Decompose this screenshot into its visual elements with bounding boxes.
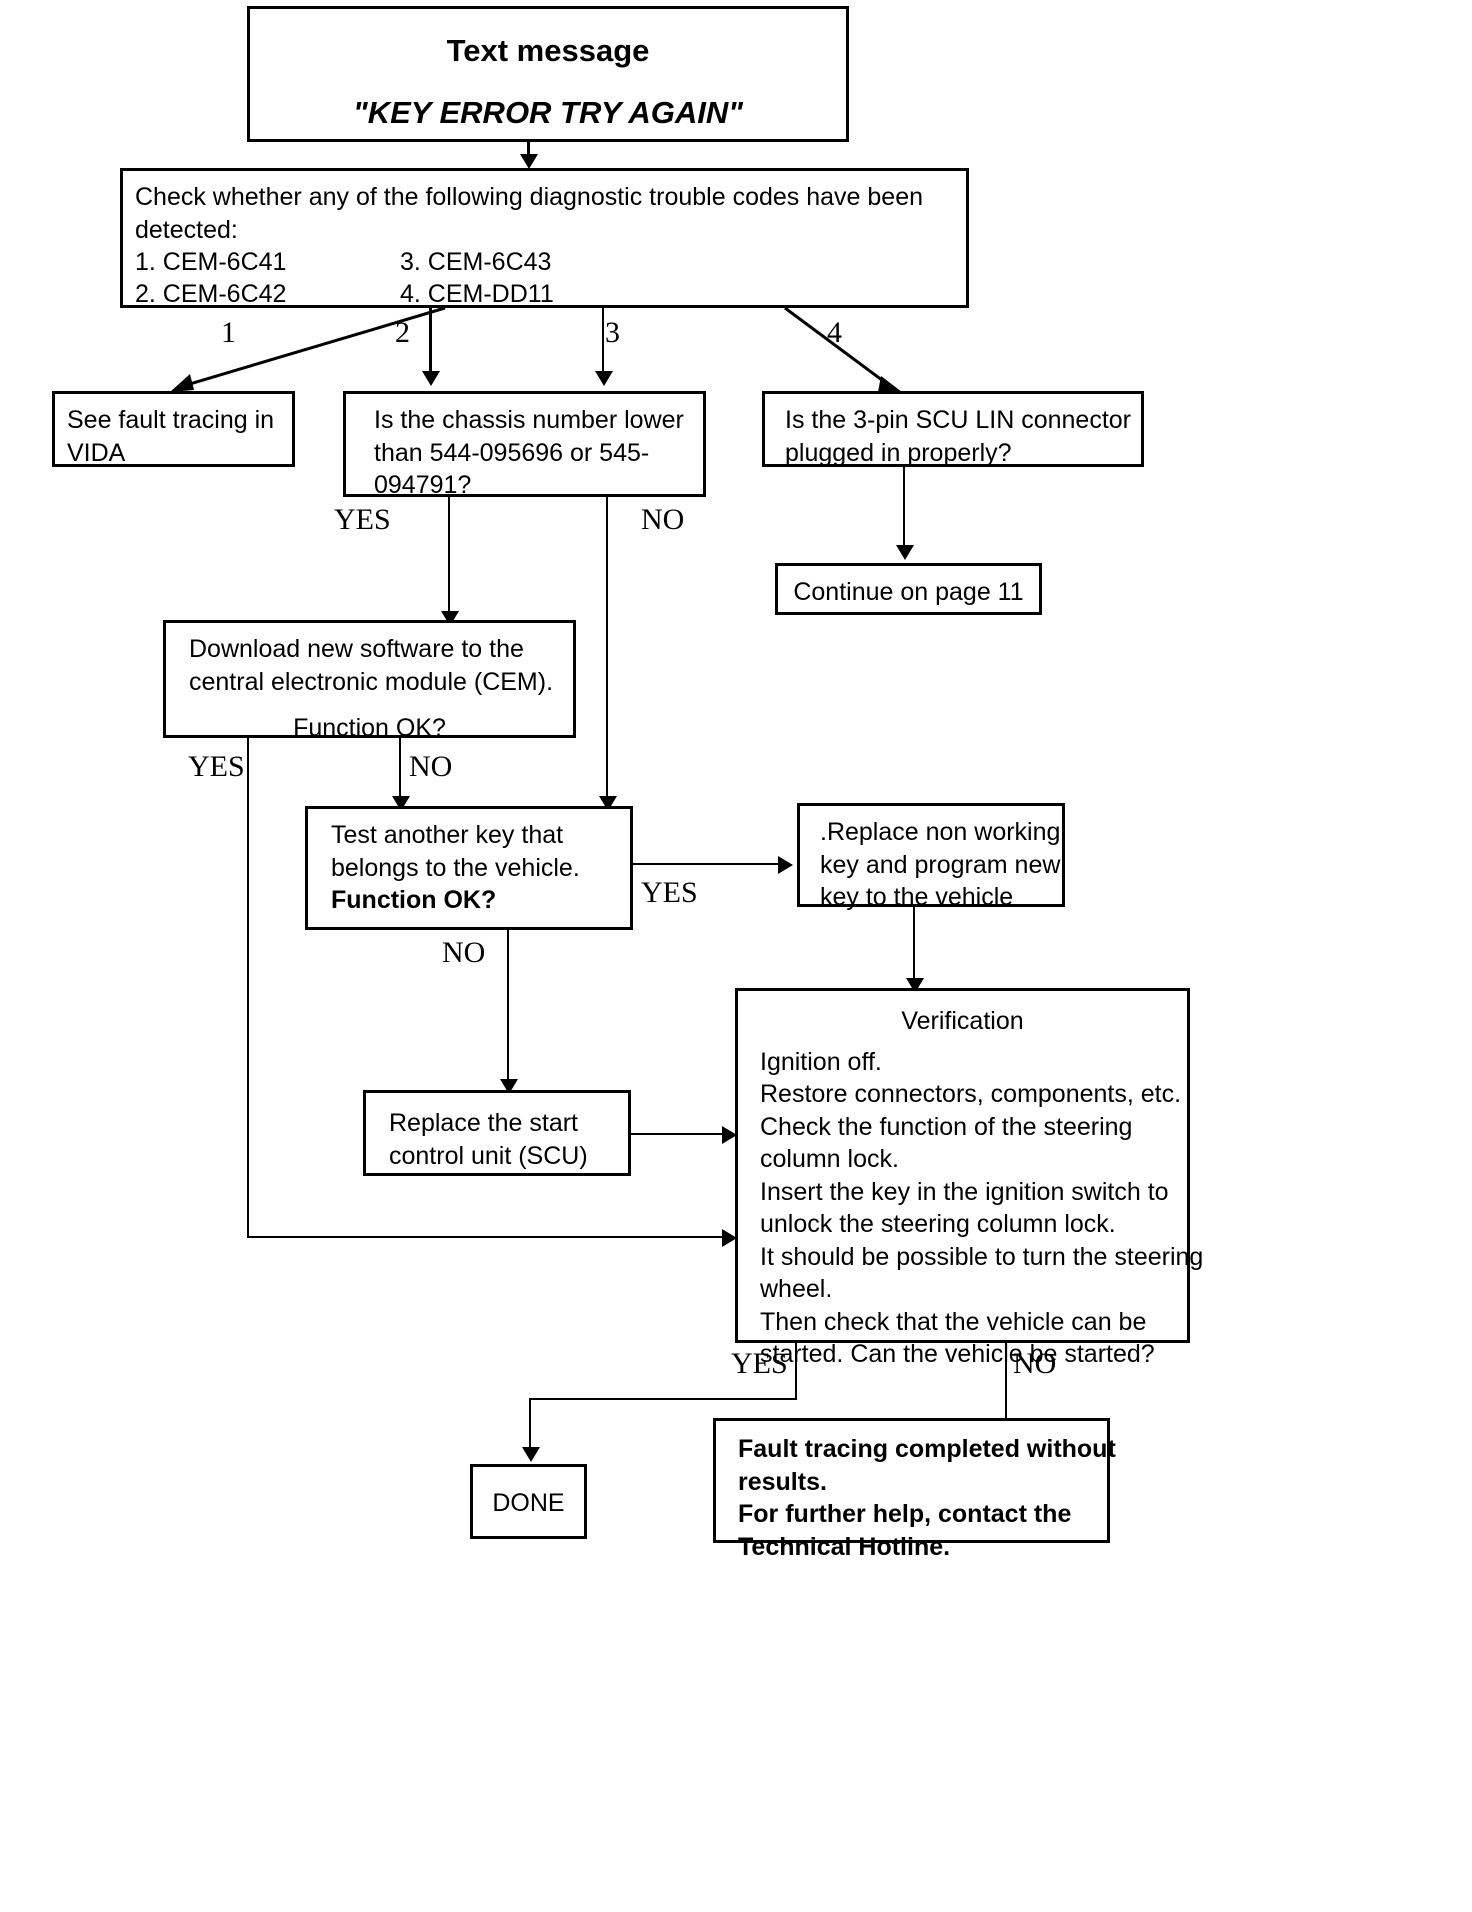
download-line-2: central electronic module (CEM).: [189, 667, 554, 696]
testkey-line-2: belongs to the vehicle.: [331, 853, 580, 882]
branch-label-3: 3: [605, 316, 620, 349]
text-message-value: "KEY ERROR TRY AGAIN": [353, 95, 743, 131]
node-test-another-key: Test another key that belongs to the veh…: [305, 806, 633, 930]
edge-download-yes-vertical: [247, 738, 249, 1238]
edge-verify-yes-drop: [529, 1398, 531, 1458]
arrow-dtc-branch-2: [422, 371, 440, 386]
node-text-message: Text message "KEY ERROR TRY AGAIN": [247, 6, 849, 142]
hotline-line-2: results.: [738, 1467, 827, 1496]
arrow-textmessage-to-dtc: [520, 154, 538, 169]
arrow-dtc-branch-3: [595, 371, 613, 386]
branch-label-4: 4: [827, 316, 842, 349]
label-testkey-no: NO: [442, 936, 486, 969]
verification-line-3: Check the function of the steering: [760, 1112, 1133, 1141]
edge-download-yes-horizontal: [247, 1236, 732, 1238]
verification-line-10: started. Can the vehicle be started?: [760, 1340, 1155, 1368]
replacescu-line-2: control unit (SCU): [389, 1141, 588, 1170]
dtc-code-3: 3. CEM-6C43: [400, 248, 552, 276]
verification-line-7: It should be possible to turn the steeri…: [760, 1242, 1204, 1271]
label-chassis-no: NO: [641, 503, 685, 536]
node-continue-page-11: Continue on page 11: [775, 563, 1042, 615]
arrow-replacescu-to-verification: [722, 1126, 737, 1144]
edge-dtc-branch-1: [170, 306, 446, 392]
edge-testkey-no: [507, 930, 509, 1090]
edge-sculin-to-continue: [903, 467, 905, 551]
label-verify-yes: YES: [731, 1347, 788, 1380]
edge-chassis-yes: [448, 497, 450, 622]
edge-verify-no: [1005, 1343, 1007, 1441]
testkey-line-1: Test another key that: [331, 821, 564, 849]
verification-line-2: Restore connectors, components, etc.: [760, 1080, 1182, 1108]
edge-verify-yes-horizontal: [529, 1398, 797, 1400]
dtc-code-4: 4. CEM-DD11: [400, 280, 554, 308]
verification-heading: Verification: [901, 1007, 1024, 1035]
branch-label-2: 2: [395, 316, 410, 349]
text-message-heading: Text message: [446, 33, 650, 68]
label-download-no: NO: [409, 750, 453, 783]
testkey-line-3: Function OK?: [331, 886, 497, 914]
hotline-line-1: Fault tracing completed without: [738, 1435, 1116, 1463]
node-download-software: Download new software to the central ele…: [163, 620, 576, 742]
chassis-line-2: than 544-095696 or 545-: [374, 438, 650, 467]
download-line-3: Function OK?: [293, 714, 446, 742]
chassis-line-1: Is the chassis number lower: [374, 406, 684, 434]
label-download-yes: YES: [188, 750, 245, 783]
edge-download-no: [399, 738, 401, 808]
continue-text: Continue on page 11: [793, 578, 1024, 606]
branch-label-1: 1: [221, 316, 236, 349]
scu-lin-line-1: Is the 3-pin SCU LIN connector: [785, 406, 1131, 434]
verification-line-1: Ignition off.: [760, 1047, 882, 1076]
edge-dtc-branch-4: [784, 306, 902, 392]
vida-line-2: VIDA: [67, 438, 126, 467]
hotline-line-4: Technical Hotline.: [738, 1532, 951, 1561]
scu-lin-line-2: plugged in properly?: [785, 438, 1012, 467]
node-see-fault-tracing-vida: See fault tracing in VIDA: [52, 391, 295, 467]
verification-line-9: Then check that the vehicle can be: [760, 1307, 1147, 1336]
chassis-line-3: 094791?: [374, 471, 472, 499]
arrow-download-yes: [722, 1229, 737, 1247]
edge-replacekey-to-verification: [913, 907, 915, 989]
node-chassis-number-question: Is the chassis number lower than 544-095…: [343, 391, 706, 499]
dtc-line-2: detected:: [135, 215, 238, 244]
arrow-testkey-yes: [778, 856, 793, 874]
arrow-verify-yes: [522, 1447, 540, 1462]
node-done: DONE: [470, 1464, 587, 1539]
replacekey-line-3: key to the vehicle: [820, 883, 1014, 911]
label-verify-no: NO: [1013, 1347, 1057, 1380]
node-replace-start-control-unit: Replace the start control unit (SCU): [363, 1090, 631, 1176]
edge-dtc-branch-2: [429, 308, 432, 382]
verification-line-4: column lock.: [760, 1145, 899, 1173]
node-scu-lin-connector-question: Is the 3-pin SCU LIN connector plugged i…: [762, 391, 1144, 467]
edge-verify-yes-vertical: [795, 1343, 797, 1400]
arrow-sculin-to-continue: [896, 545, 914, 560]
label-testkey-yes: YES: [641, 876, 698, 909]
edge-testkey-yes: [633, 863, 783, 865]
vida-line-1: See fault tracing in: [67, 406, 275, 434]
done-text: DONE: [492, 1489, 565, 1517]
dtc-line-1: Check whether any of the following diagn…: [135, 183, 924, 211]
label-chassis-yes: YES: [334, 503, 391, 536]
replacescu-line-1: Replace the start: [389, 1109, 578, 1137]
replacekey-line-2: key and program new: [820, 850, 1061, 879]
node-verification: Verification Ignition off. Restore conne…: [735, 988, 1204, 1368]
hotline-line-3: For further help, contact the: [738, 1500, 1072, 1528]
edge-chassis-no: [606, 497, 608, 807]
replacekey-line-1: .Replace non working: [820, 818, 1061, 846]
dtc-code-1: 1. CEM-6C41: [135, 248, 287, 276]
dtc-code-2: 2. CEM-6C42: [135, 280, 287, 308]
download-line-1: Download new software to the: [189, 635, 524, 663]
node-dtc-check: Check whether any of the following diagn…: [120, 168, 969, 308]
node-replace-non-working-key: .Replace non working key and program new…: [797, 803, 1065, 911]
verification-line-5: Insert the key in the ignition switch to: [760, 1177, 1169, 1206]
edge-dtc-branch-3: [602, 308, 604, 382]
edge-replacescu-to-verification: [631, 1133, 732, 1135]
verification-line-8: wheel.: [760, 1275, 833, 1303]
node-fault-tracing-hotline: Fault tracing completed without results.…: [713, 1418, 1116, 1561]
verification-line-6: unlock the steering column lock.: [760, 1210, 1116, 1238]
